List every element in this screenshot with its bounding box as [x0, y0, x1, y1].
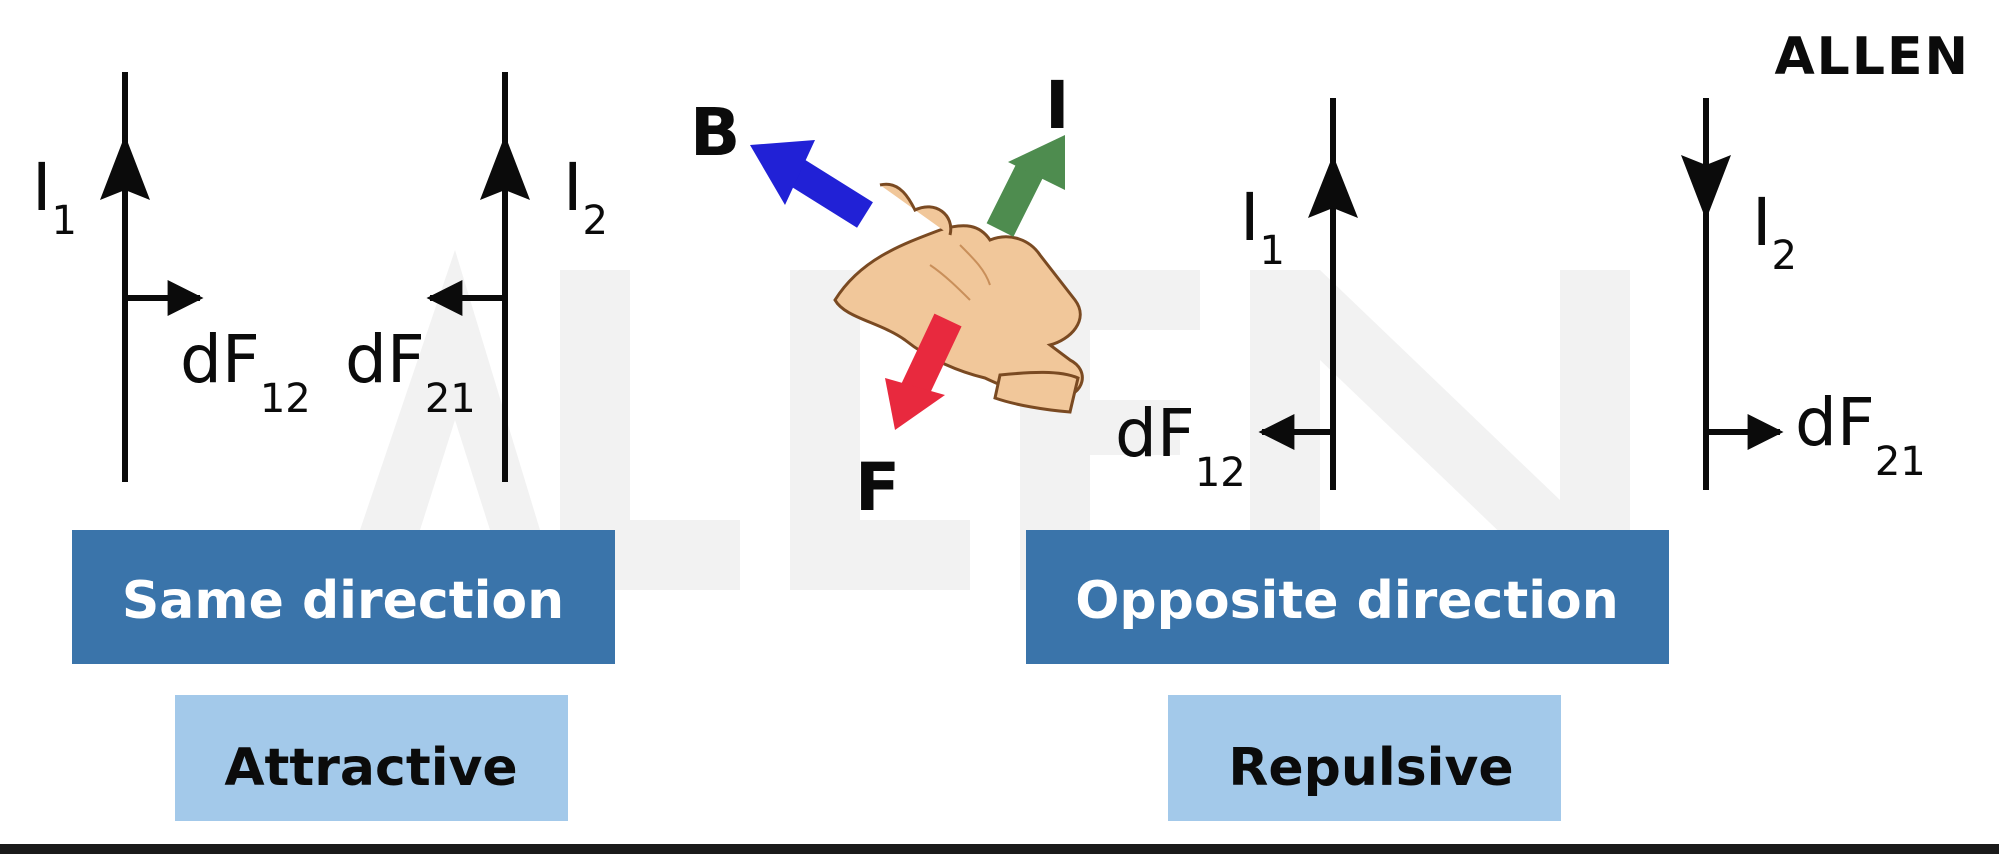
wire-1-current-arrow — [1308, 155, 1358, 218]
wire-1-current-arrow — [100, 135, 150, 200]
force-12-label: dF12 — [180, 321, 311, 422]
b-label: B — [690, 94, 740, 171]
wire-2-current-arrow — [480, 135, 530, 200]
right-antiparallel-wires — [1258, 98, 1784, 490]
brand-logo: ALLEN — [1774, 27, 1970, 87]
left-parallel-wires — [100, 72, 530, 482]
repulsive-box — [1168, 695, 1561, 821]
f-label: F — [855, 449, 900, 526]
wire-1-current-label: I1 — [32, 149, 77, 244]
wire-1-current-label: I1 — [1240, 179, 1285, 274]
repulsive-label: Repulsive — [1228, 738, 1513, 798]
bottom-border — [0, 844, 1999, 854]
current-direction-arrow — [986, 135, 1065, 237]
force-21-label: dF21 — [1795, 384, 1926, 485]
wire-2-current-arrow — [1681, 155, 1731, 220]
wrist-icon — [993, 370, 1080, 414]
force-21-label: dF21 — [345, 321, 476, 422]
hand-rule-illustration — [750, 135, 1084, 430]
i-label: I — [1045, 67, 1070, 144]
force-12-label: dF12 — [1115, 395, 1246, 496]
attractive-box — [175, 695, 568, 821]
wire-2-current-label: I2 — [1752, 184, 1797, 279]
attractive-label: Attractive — [224, 738, 517, 798]
force-direction-arrow — [885, 313, 962, 430]
opposite-direction-box — [1026, 530, 1669, 664]
wire-2-current-label: I2 — [563, 149, 608, 244]
magnetic-field-arrow — [750, 140, 873, 228]
same-direction-label: Same direction — [122, 571, 564, 631]
opposite-direction-label: Opposite direction — [1075, 571, 1619, 631]
same-direction-box — [72, 530, 615, 664]
